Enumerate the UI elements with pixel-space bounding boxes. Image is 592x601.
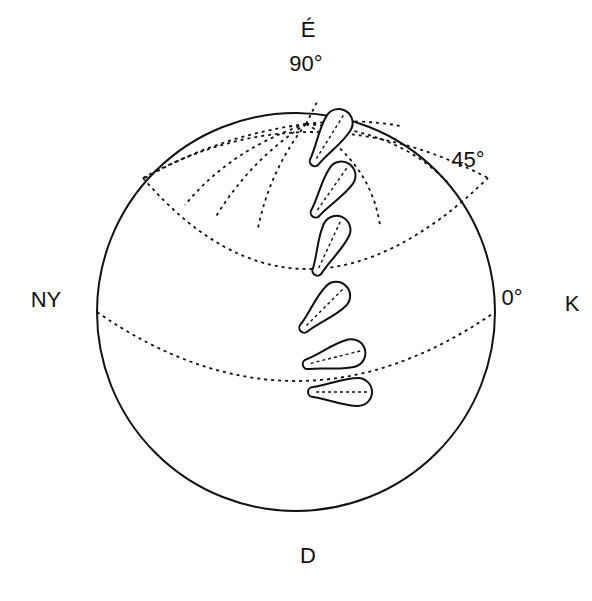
pattern-lobe bbox=[303, 211, 355, 281]
pattern-lobe bbox=[301, 156, 361, 224]
angle-label: 0° bbox=[501, 287, 522, 309]
pattern-lobe bbox=[291, 276, 356, 341]
globe-outline bbox=[97, 113, 495, 511]
direction-label: D bbox=[300, 545, 316, 567]
direction-label: K bbox=[565, 293, 580, 315]
meridian-line bbox=[215, 124, 306, 218]
meridian-line bbox=[258, 124, 306, 228]
direction-label: É bbox=[301, 19, 316, 41]
meridian-line bbox=[145, 124, 306, 178]
pattern-lobe bbox=[308, 378, 372, 406]
meridian-line bbox=[306, 100, 318, 124]
pattern-lobe bbox=[300, 336, 369, 379]
direction-label: NY bbox=[31, 289, 62, 311]
angle-label: 45° bbox=[451, 149, 484, 171]
angle-label: 90° bbox=[289, 53, 322, 75]
equator-line bbox=[97, 312, 495, 381]
pattern-lobe bbox=[300, 104, 358, 173]
